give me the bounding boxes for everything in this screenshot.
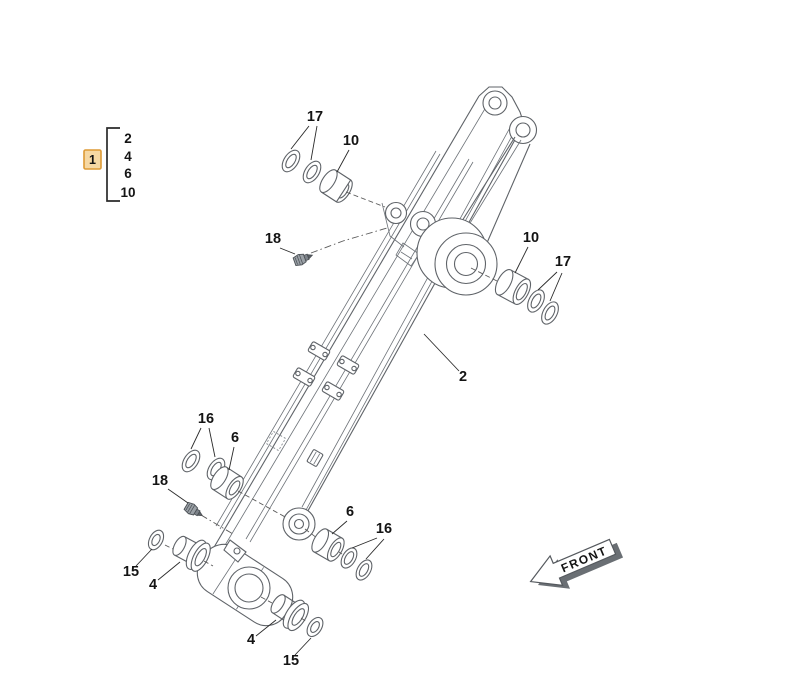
callout-18-lower[interactable]: 18 — [152, 473, 168, 489]
callout-15-lower[interactable]: 15 — [283, 653, 299, 669]
bushing-6-lower — [311, 528, 345, 562]
seal-ring-16c — [340, 547, 358, 569]
mid-boss-small — [384, 201, 408, 225]
legend-item-6[interactable]: 6 — [124, 166, 132, 181]
top-boss-left — [482, 90, 508, 116]
callout-leader-lines — [135, 125, 563, 656]
seal-ring-15-left — [147, 529, 165, 551]
seal-ring-17b — [302, 160, 322, 184]
pipe-clamp-4 — [321, 381, 345, 401]
callout-15-left[interactable]: 15 — [123, 564, 139, 580]
callout-17-right[interactable]: 17 — [555, 254, 571, 270]
pipe-clamp-1 — [307, 341, 331, 361]
exploded-parts — [147, 149, 559, 638]
beam-top-cap — [478, 86, 524, 122]
callout-6-lower[interactable]: 6 — [346, 504, 354, 520]
callout-2[interactable]: 2 — [459, 369, 467, 385]
front-arrow-body — [529, 538, 617, 587]
pipe-clamp-2 — [292, 367, 316, 387]
small-plate — [395, 242, 420, 267]
grease-fitting-18-lower — [183, 501, 204, 517]
side-link-inner — [466, 139, 522, 229]
callout-10-top[interactable]: 10 — [343, 133, 359, 149]
front-direction-arrow: FRONT — [529, 538, 624, 589]
grease-fitting-18-upper — [292, 253, 314, 266]
beam-inner-line — [220, 106, 487, 553]
callout-4-left[interactable]: 4 — [149, 577, 157, 593]
seal-ring-15-lower — [306, 616, 324, 638]
dipper-arm-drawing — [196, 86, 538, 627]
seal-ring-16a — [181, 449, 201, 473]
flanged-bushing-4-lower — [270, 594, 310, 632]
main-pivot-boss — [416, 217, 498, 296]
callout-17-top[interactable]: 17 — [307, 109, 323, 125]
seal-ring-17a — [281, 149, 301, 173]
bushing-10-top — [319, 169, 353, 203]
bushing-6-left — [210, 466, 244, 500]
top-boss-right — [508, 115, 538, 145]
assembly-axis-lines — [164, 191, 498, 623]
legend-highlight-label[interactable]: 1 — [89, 153, 96, 167]
lower-link-boss — [282, 507, 316, 541]
legend-item-2[interactable]: 2 — [124, 131, 132, 146]
seal-ring-17c — [527, 289, 545, 313]
hydraulic-pipe-left — [215, 150, 441, 530]
callout-16-lower[interactable]: 16 — [376, 521, 392, 537]
flanged-bushing-4-left — [172, 535, 211, 572]
beam-right-edge — [299, 128, 522, 526]
bushing-10-right — [494, 269, 532, 305]
weld-bracket-dashed — [265, 430, 287, 452]
weld-bracket-solid — [306, 449, 324, 467]
legend-bracket — [106, 127, 120, 202]
legend: 1 2 4 6 10 — [83, 127, 136, 202]
callout-18-upper[interactable]: 18 — [265, 231, 281, 247]
seal-ring-17d — [541, 301, 559, 325]
callout-10-right[interactable]: 10 — [523, 230, 539, 246]
beam-left-edge — [212, 95, 480, 550]
callout-6-left[interactable]: 6 — [231, 430, 239, 446]
legend-item-10[interactable]: 10 — [120, 185, 135, 200]
pipe-clamp-3 — [336, 355, 360, 375]
legend-highlight-box[interactable] — [83, 149, 102, 170]
seal-ring-16d — [355, 559, 373, 581]
legend-item-4[interactable]: 4 — [124, 149, 132, 164]
ear-bracket — [381, 202, 405, 248]
callout-16-left[interactable]: 16 — [198, 411, 214, 427]
callout-labels: 17 10 18 10 17 2 16 6 18 15 4 6 16 4 15 — [123, 109, 571, 669]
callout-4-lower[interactable]: 4 — [247, 632, 255, 648]
beam-right-band — [301, 123, 518, 511]
hydraulic-pipe-right — [245, 158, 474, 543]
